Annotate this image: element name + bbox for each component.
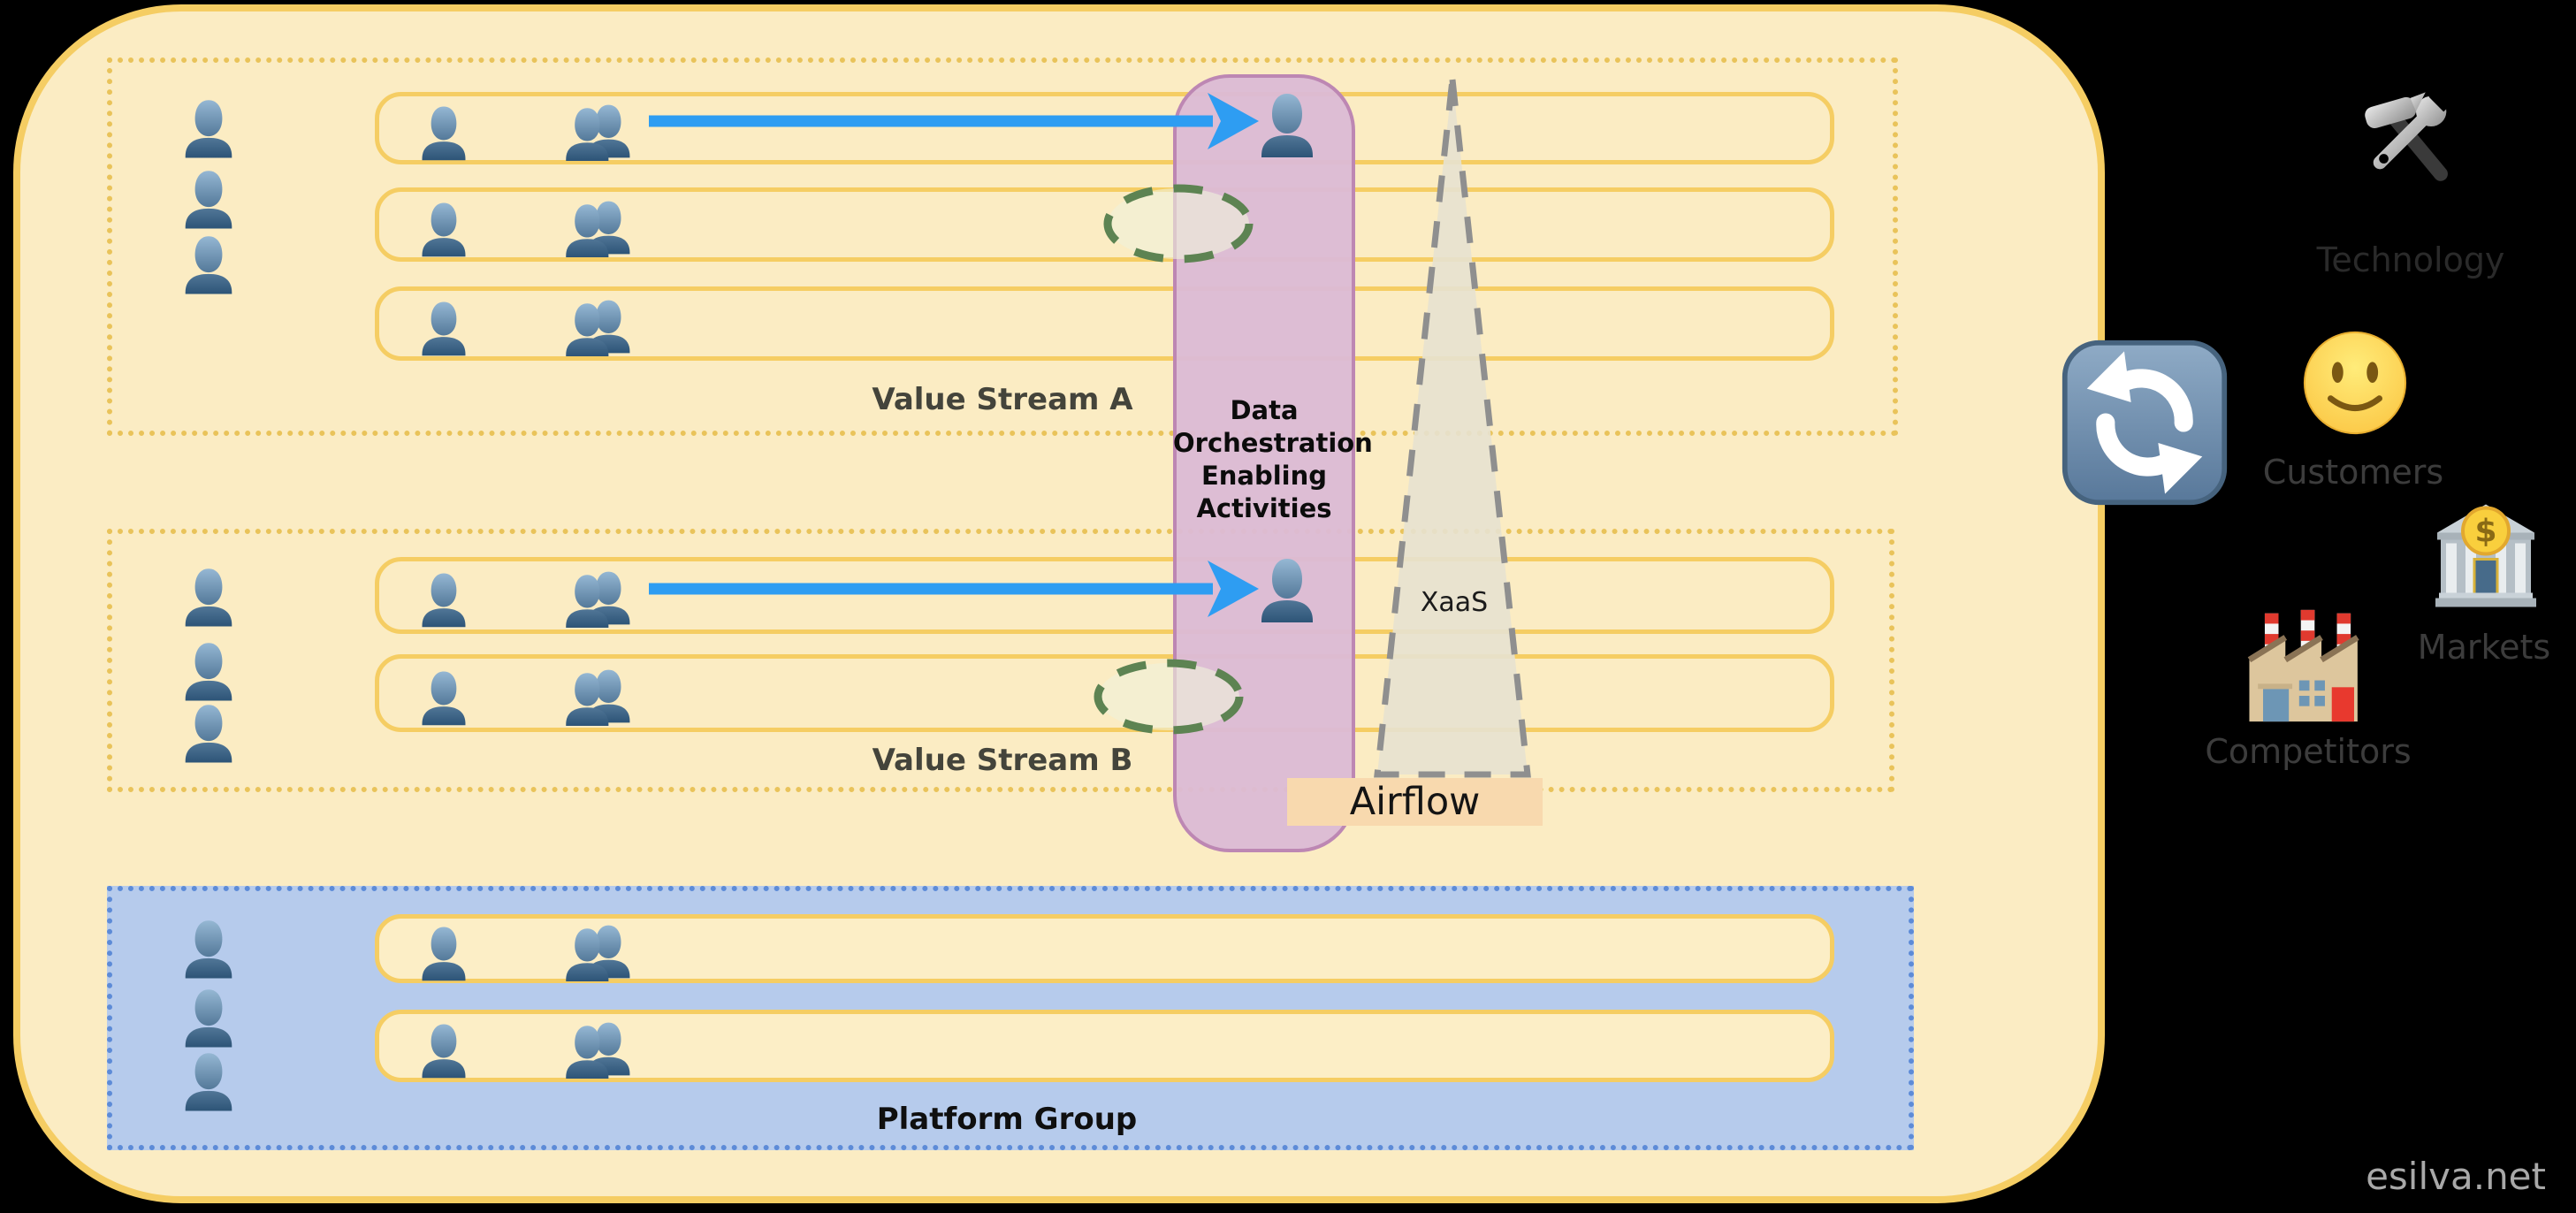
person-icon xyxy=(185,236,232,294)
person-icon xyxy=(185,100,232,158)
platform-group-label: Platform Group xyxy=(876,1102,1138,1137)
team-icon xyxy=(560,924,637,982)
orchestration-line: Activities xyxy=(1196,493,1332,523)
team-row xyxy=(375,1010,1834,1082)
person-icon xyxy=(185,705,232,763)
person-icon xyxy=(185,1053,232,1111)
team-row xyxy=(375,914,1834,983)
svg-text:$: $ xyxy=(2474,514,2496,550)
team-icon xyxy=(560,668,637,727)
value-stream-a-label: Value Stream A xyxy=(872,382,1133,417)
person-icon xyxy=(1261,559,1313,622)
person-icon xyxy=(422,671,466,726)
technology-label: Technology xyxy=(2316,240,2505,279)
customers-label: Customers xyxy=(2262,453,2444,492)
person-icon xyxy=(185,989,232,1048)
person-icon xyxy=(185,171,232,229)
team-icon xyxy=(560,570,637,629)
team-row xyxy=(375,654,1834,732)
team-icon xyxy=(560,299,637,357)
value-stream-a-box xyxy=(107,57,1898,436)
factory-icon xyxy=(2247,609,2359,722)
team-icon xyxy=(560,200,637,258)
person-icon xyxy=(185,920,232,979)
person-icon xyxy=(422,106,466,161)
person-icon xyxy=(185,643,232,701)
orchestration-line: Enabling xyxy=(1200,461,1328,491)
xaas-label: XaaS xyxy=(1420,587,1489,618)
sync-arrows-icon xyxy=(2062,339,2228,506)
team-row xyxy=(375,92,1834,164)
watermark: esilva.net xyxy=(2366,1155,2546,1198)
person-icon xyxy=(422,301,466,356)
person-icon xyxy=(422,573,466,628)
airflow-badge: Airflow xyxy=(1287,778,1543,826)
person-icon xyxy=(422,202,466,257)
team-row xyxy=(375,286,1834,361)
person-icon xyxy=(422,1024,466,1079)
competitors-label: Competitors xyxy=(2205,732,2412,771)
value-stream-b-label: Value Stream B xyxy=(872,743,1133,778)
markets-label: Markets xyxy=(2417,628,2551,667)
team-row xyxy=(375,557,1834,634)
orchestration-line: Orchestration xyxy=(1173,428,1373,458)
team-row xyxy=(375,187,1834,262)
person-icon xyxy=(185,568,232,627)
person-icon xyxy=(1261,94,1313,157)
person-icon xyxy=(422,927,466,981)
team-icon xyxy=(560,1021,637,1079)
smiley-face-icon xyxy=(2303,331,2407,435)
value-stream-b-box xyxy=(107,529,1894,792)
team-icon xyxy=(560,103,637,162)
hammer-wrench-icon xyxy=(2365,87,2454,181)
data-orchestration-label: Data Orchestration Enabling Activities xyxy=(1173,394,1373,525)
orchestration-line: Data xyxy=(1230,395,1299,425)
bank-icon: $ xyxy=(2435,504,2536,607)
